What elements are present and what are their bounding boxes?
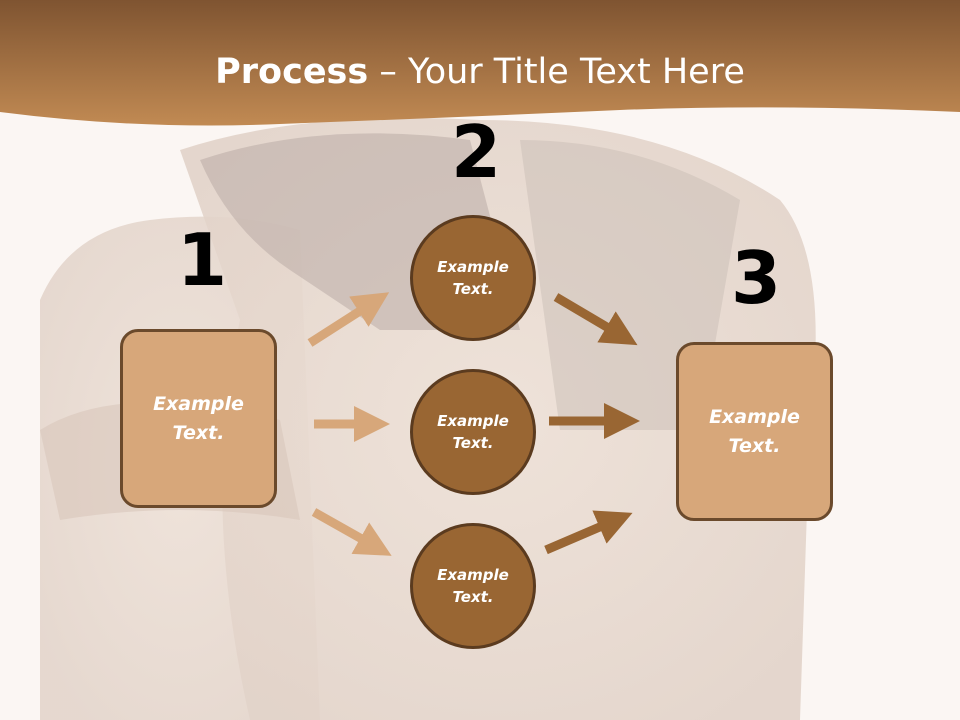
step2-circle-middle: Example Text.	[410, 369, 536, 495]
arrow-step1-to-bottom	[311, 508, 392, 556]
slide-title: Process – Your Title Text Here	[0, 52, 960, 92]
arrow-bottom-to-step3	[544, 510, 633, 555]
step3-box: Example Text.	[676, 342, 833, 521]
step2-circle-top: Example Text.	[410, 215, 536, 341]
step2-circle-bottom: Example Text.	[410, 523, 536, 649]
step3-box-text: Example Text.	[709, 406, 800, 457]
circle-middle-text: Example Text.	[437, 411, 509, 453]
circle-bottom-text: Example Text.	[437, 565, 509, 607]
step-number-1: 1	[177, 218, 228, 302]
title-bold: Process	[215, 52, 369, 92]
step-number-2: 2	[451, 110, 502, 194]
title-rest: – Your Title Text Here	[368, 52, 745, 92]
step1-box: Example Text.	[120, 329, 277, 508]
arrow-step1-to-top	[307, 292, 390, 347]
circle-top-text: Example Text.	[437, 257, 509, 299]
step-number-3: 3	[731, 236, 782, 320]
arrow-top-to-step3	[553, 293, 638, 346]
step1-box-text: Example Text.	[153, 393, 244, 444]
